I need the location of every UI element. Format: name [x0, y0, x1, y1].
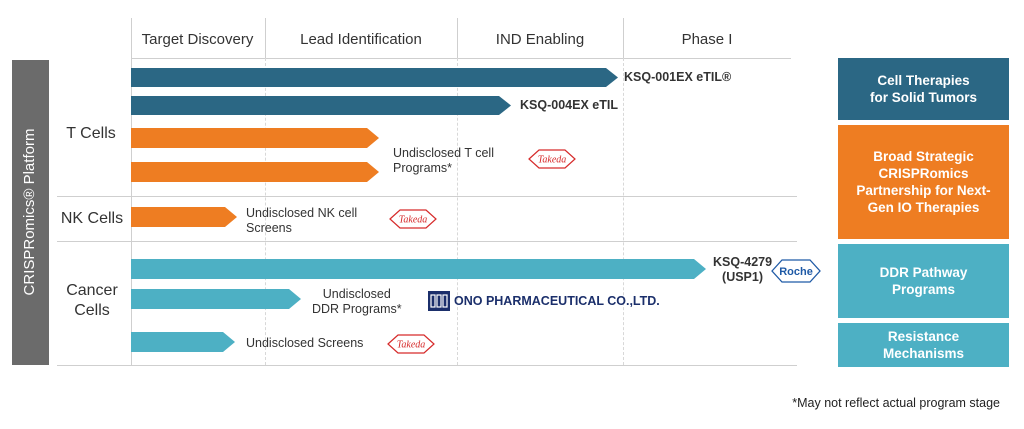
- stage-dash-line: [623, 58, 624, 365]
- table-bottom-rule: [57, 365, 797, 366]
- label-undisclosed-ddr: Undisclosed DDR Programs*: [312, 287, 402, 316]
- platform-bar: [12, 60, 49, 365]
- platform-label: CRISPRomics® Platform: [21, 128, 38, 296]
- label-undisclosed-screens: Undisclosed Screens: [246, 336, 364, 350]
- row-label-t-cells: T Cells: [66, 125, 116, 142]
- ono-logo-mark: [428, 291, 450, 311]
- stage-dash-line: [457, 58, 458, 365]
- label-undisclosed-nk: Undisclosed NK cell Screens: [246, 206, 358, 235]
- row-divider: [57, 196, 797, 197]
- category-resistance-mechanisms: Resistance Mechanisms: [838, 323, 1009, 367]
- stage-dash-line: [265, 58, 266, 365]
- row-label-cancer-cells: Cancer Cells: [66, 282, 118, 319]
- svg-text:Takeda: Takeda: [538, 155, 567, 166]
- svg-text:Roche: Roche: [779, 266, 813, 278]
- header-divider: [623, 18, 624, 58]
- takeda-logo: Takeda: [389, 209, 437, 229]
- svg-text:Takeda: Takeda: [397, 340, 426, 351]
- label-ksq-4279: KSQ-4279 (USP1): [713, 255, 773, 284]
- stage-target-discovery: Target Discovery: [141, 30, 254, 48]
- bar-ksq-4279: [131, 259, 706, 279]
- bar-undisclosed-t-1: [131, 128, 379, 148]
- footnote: *May not reflect actual program stage: [792, 396, 1000, 410]
- svg-text:Takeda: Takeda: [399, 215, 428, 226]
- label-ksq-004ex: KSQ-004EX eTIL: [520, 98, 618, 112]
- header-divider: [457, 18, 458, 58]
- category-broad-partnership: Broad Strategic CRISPRomics Partnership …: [838, 125, 1009, 239]
- takeda-logo: Takeda: [387, 334, 435, 354]
- bar-undisclosed-nk: [131, 207, 237, 227]
- stage-ind-enabling: IND Enabling: [495, 30, 585, 48]
- bar-undisclosed-t-2: [131, 162, 379, 182]
- row-label-nk-cells: NK Cells: [60, 210, 124, 227]
- row-divider: [57, 241, 797, 242]
- header-bottom-rule: [131, 58, 791, 59]
- category-ddr-pathway: DDR Pathway Programs: [838, 244, 1009, 318]
- bar-undisclosed-ddr: [131, 289, 301, 309]
- stage-phase-i: Phase I: [681, 30, 733, 48]
- label-ksq-001ex: KSQ-001EX eTIL®: [624, 70, 732, 84]
- ono-logo-text: ONO PHARMACEUTICAL CO.,LTD.: [454, 294, 660, 308]
- roche-logo: Roche: [771, 259, 821, 283]
- header-divider: [131, 18, 132, 58]
- bar-undisclosed-screens: [131, 332, 235, 352]
- bar-ksq-001ex: [131, 68, 618, 87]
- label-undisclosed-t: Undisclosed T cell Programs*: [393, 146, 494, 175]
- category-cell-therapies: Cell Therapies for Solid Tumors: [838, 58, 1009, 120]
- takeda-logo: Takeda: [528, 149, 576, 169]
- header-divider: [265, 18, 266, 58]
- bar-ksq-004ex: [131, 96, 511, 115]
- stage-lead-identification: Lead Identification: [300, 30, 422, 48]
